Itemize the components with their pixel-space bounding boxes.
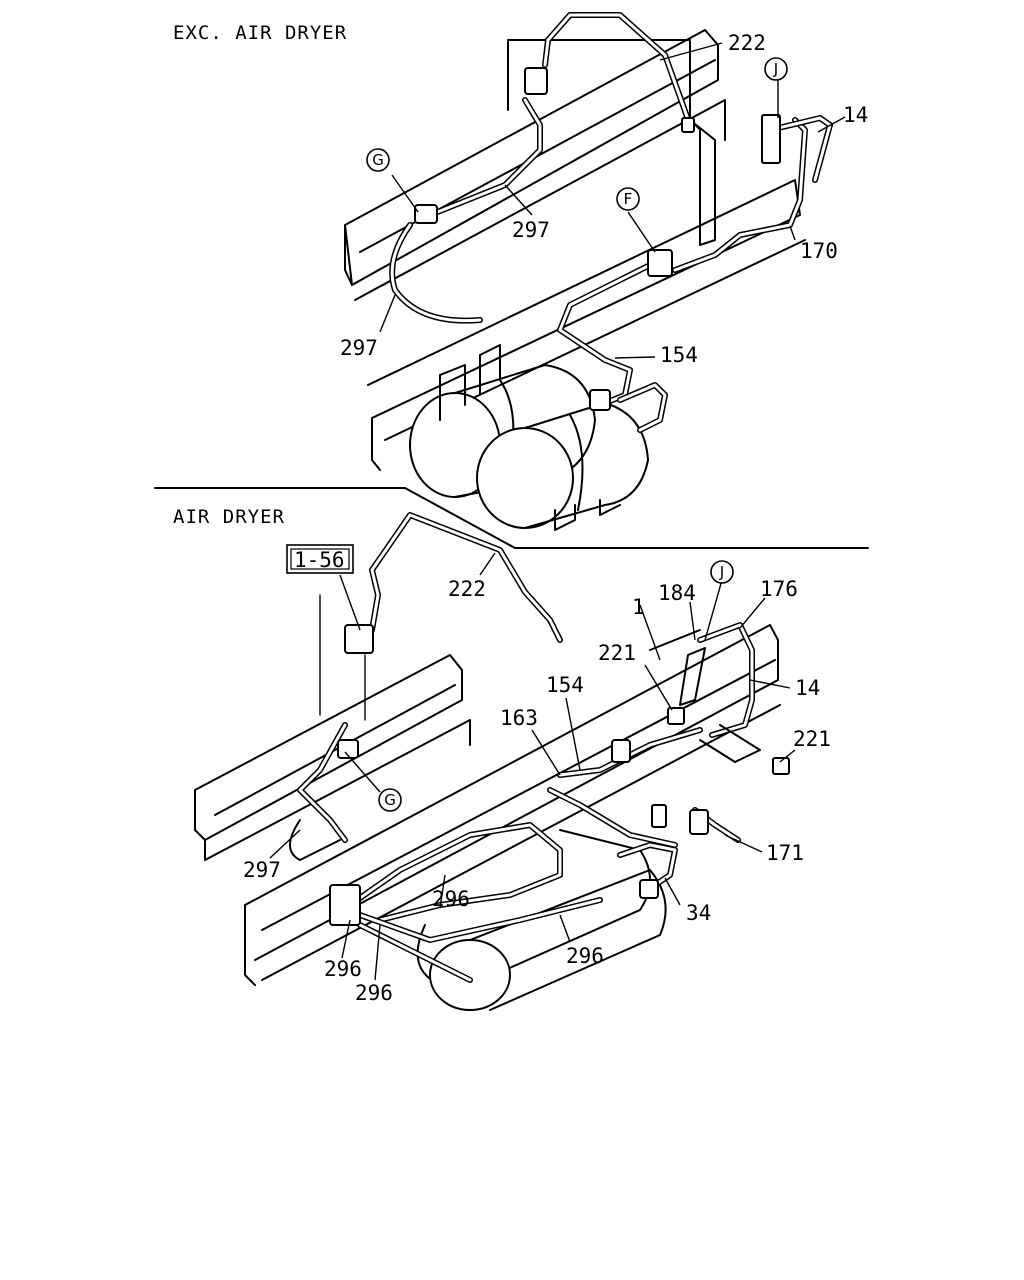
lower-label-154: 154 — [546, 673, 584, 697]
upper-air-tanks — [409, 344, 649, 531]
upper-label-14: 14 — [843, 103, 868, 127]
lower-section-title: AIR DRYER — [173, 506, 285, 528]
lower-label-171: 171 — [766, 841, 804, 865]
upper-label-297-b: 297 — [340, 336, 378, 360]
lower-label-14: 14 — [795, 676, 820, 700]
lower-label-296-d: 296 — [355, 981, 393, 1005]
upper-leaders — [379, 42, 846, 359]
lower-ref-j-circle — [710, 560, 734, 584]
reference-box — [286, 544, 354, 574]
upper-ref-g-circle — [366, 148, 390, 172]
upper-label-297-a: 297 — [512, 218, 550, 242]
lower-label-221-a: 221 — [598, 641, 636, 665]
upper-section-title: EXC. AIR DRYER — [173, 22, 347, 44]
upper-label-170: 170 — [800, 239, 838, 263]
lower-label-184: 184 — [658, 581, 696, 605]
lower-label-296-b: 296 — [566, 944, 604, 968]
lower-label-296-c: 296 — [324, 957, 362, 981]
lower-label-296-a: 296 — [432, 887, 470, 911]
section-divider — [154, 487, 869, 549]
lower-leaders — [269, 552, 796, 981]
upper-ref-f: F — [624, 190, 633, 208]
lower-label-34: 34 — [686, 901, 711, 925]
lower-fittings — [329, 624, 790, 926]
lower-label-221-b: 221 — [793, 727, 831, 751]
upper-label-222: 222 — [728, 31, 766, 55]
lower-label-163: 163 — [500, 706, 538, 730]
upper-pipes — [389, 12, 833, 433]
upper-ref-j-circle — [764, 57, 788, 81]
upper-ref-j: J — [773, 60, 778, 78]
lower-label-222: 222 — [448, 577, 486, 601]
lower-ref-j: J — [719, 563, 724, 581]
upper-fittings — [414, 67, 781, 411]
lower-ref-g: G — [384, 791, 396, 809]
upper-ref-g: G — [372, 151, 384, 169]
lower-ref-g-circle — [378, 788, 402, 812]
lower-label-1: 1 — [632, 595, 645, 619]
upper-ref-f-circle — [616, 187, 640, 211]
upper-frame-rail — [344, 29, 806, 471]
reference-box-label: 1-56 — [294, 548, 345, 572]
reference-box-inner — [290, 548, 350, 570]
upper-label-154: 154 — [660, 343, 698, 367]
lower-label-176: 176 — [760, 577, 798, 601]
lower-label-297: 297 — [243, 858, 281, 882]
